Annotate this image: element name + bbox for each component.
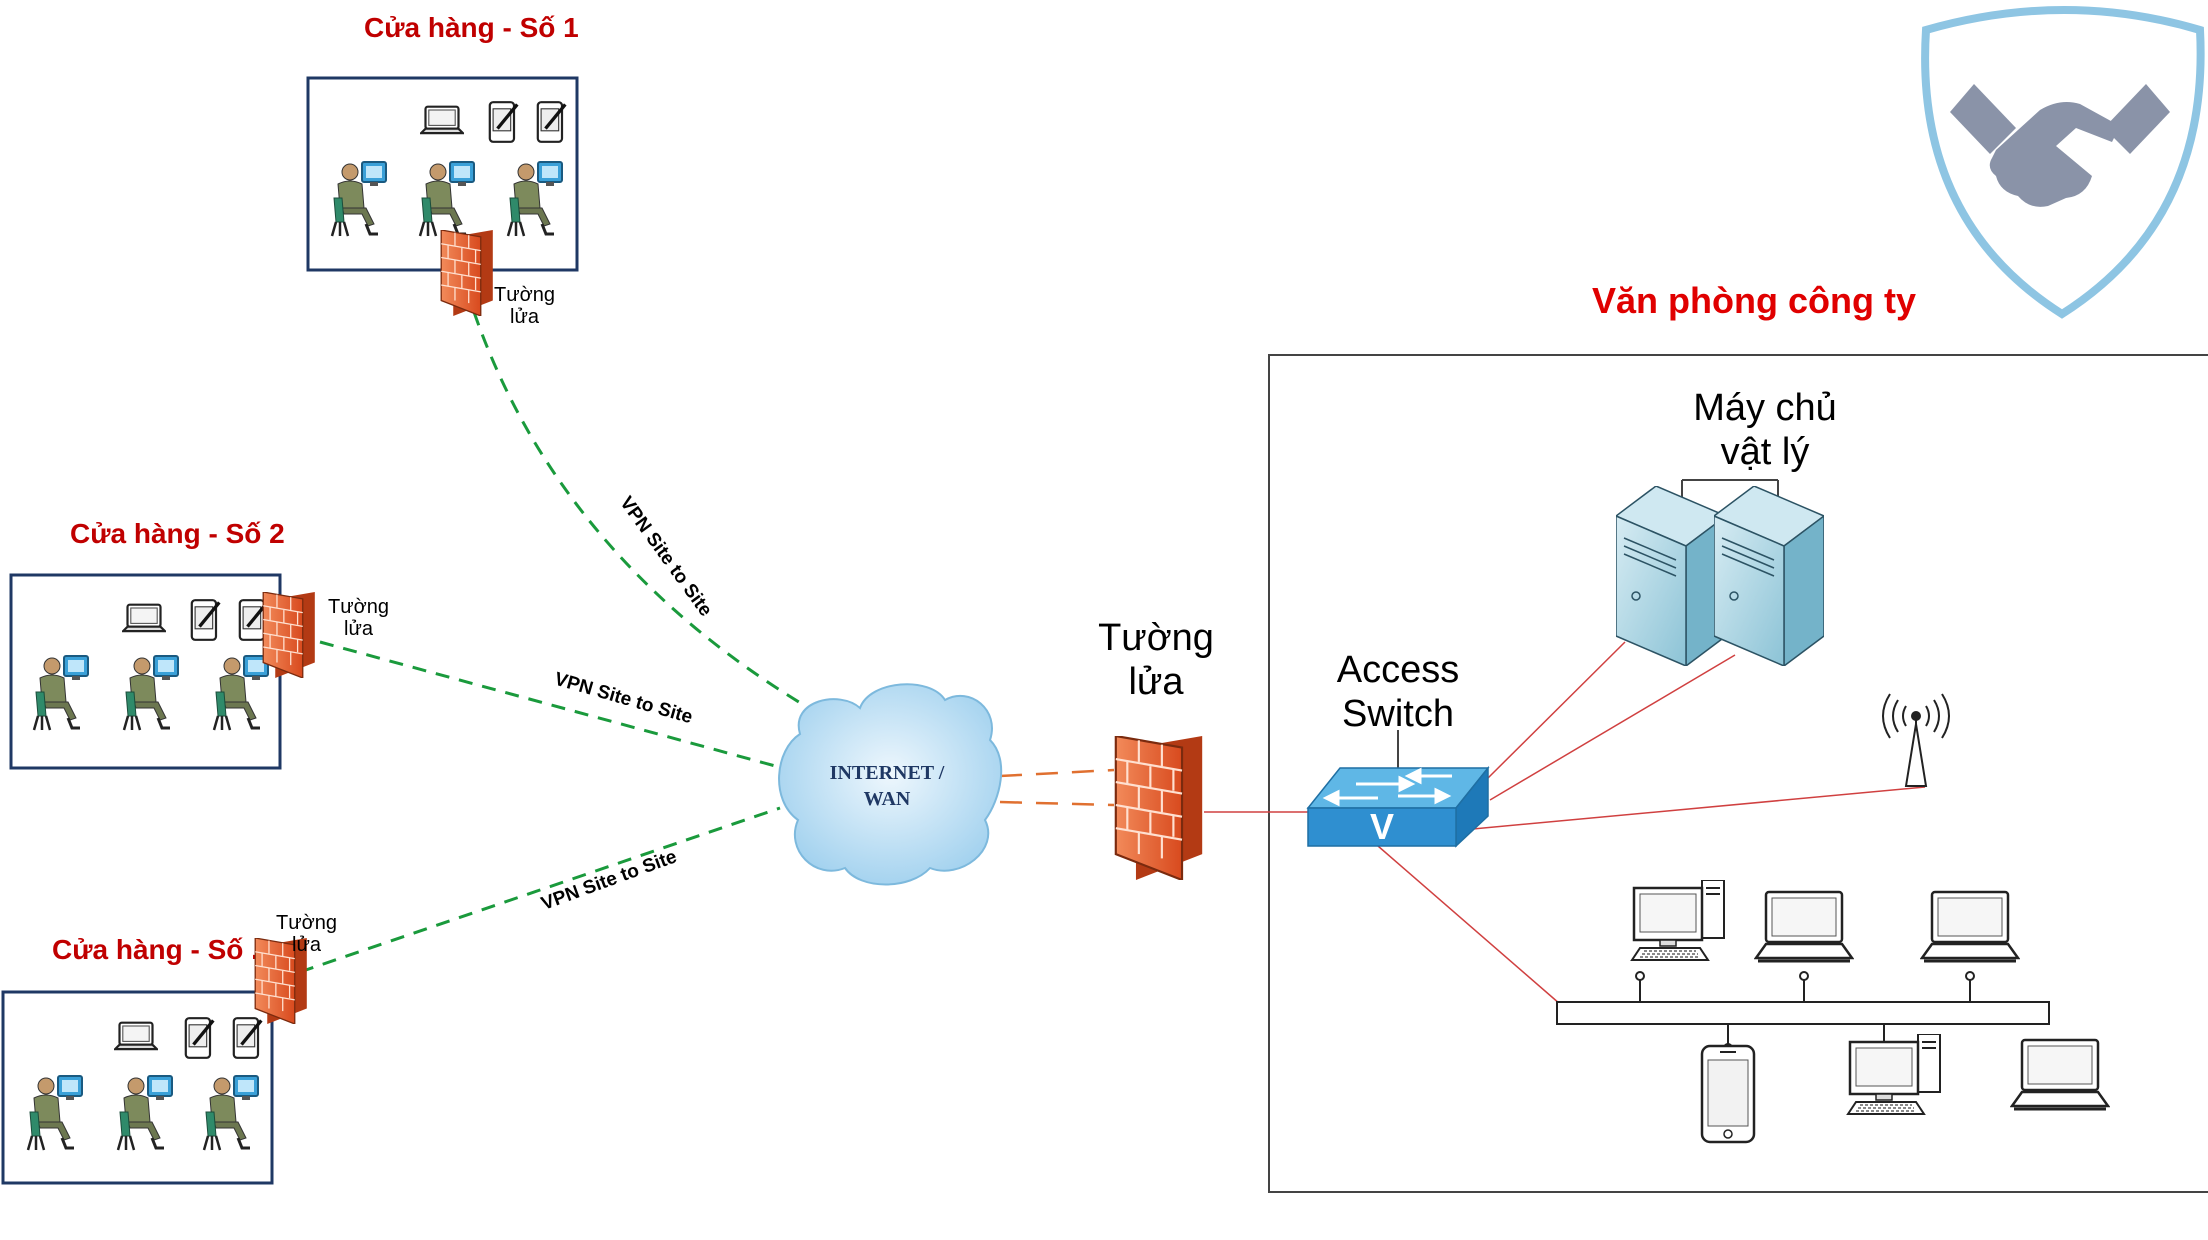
server-label-line1: Máy chủ xyxy=(1693,387,1837,429)
switch-glyph: V xyxy=(1369,806,1394,847)
pda-icon xyxy=(488,100,519,144)
pda-icon xyxy=(238,598,269,642)
store-3-firewall-label: Tường lửa xyxy=(276,912,337,956)
laptop-icon xyxy=(114,1021,158,1051)
pda-icon xyxy=(232,1016,263,1060)
store-3-title: Cửa hàng - Số . xyxy=(52,934,259,965)
laptop-icon xyxy=(2010,1038,2110,1111)
main-firewall-label-line2: lửa xyxy=(1128,661,1184,703)
laptop-icon xyxy=(420,105,464,135)
lan-bus xyxy=(1556,1001,2050,1025)
antenna-icon xyxy=(1882,693,1950,787)
laptop-icon xyxy=(122,603,166,633)
main-firewall-label-line1: Tường xyxy=(1098,617,1214,659)
pda-icon xyxy=(184,1016,216,1060)
handshake-shield-icon xyxy=(1921,6,2205,319)
server-icon xyxy=(1616,486,1726,666)
cloud-label-line2: WAN xyxy=(863,788,911,810)
vpn-link-2 xyxy=(319,640,791,772)
cloud-label-line1: INTERNET / xyxy=(829,762,945,784)
phone-icon xyxy=(1700,1044,1756,1144)
server-label-line2: vật lý xyxy=(1720,431,1810,473)
wan-links xyxy=(999,768,1115,807)
vpn-link-1 xyxy=(472,311,813,712)
store-2-firewall-label: Tường lửa xyxy=(328,596,389,640)
office-title: Văn phòng công ty xyxy=(1592,280,1916,321)
laptop-icon xyxy=(1754,890,1854,963)
firewall-icon xyxy=(1114,736,1204,880)
pda-icon xyxy=(190,598,222,642)
laptop-icon xyxy=(1920,890,2020,963)
vpn-links xyxy=(299,311,813,974)
switch-icon xyxy=(1306,730,1490,848)
pda-icon xyxy=(536,100,567,144)
store-2-title: Cửa hàng - Số 2 xyxy=(70,518,285,549)
store-1-firewall-label: Tường lửa xyxy=(494,284,555,328)
switch-label-line1: Access xyxy=(1336,649,1460,691)
vpn-link-3 xyxy=(299,806,781,974)
switch-label-line2: Switch xyxy=(1342,693,1454,735)
store-1-title: Cửa hàng - Số 1 xyxy=(364,12,579,43)
lan-links xyxy=(1204,641,1926,1005)
cloud-icon xyxy=(778,683,1003,886)
server-icon xyxy=(1714,486,1824,666)
